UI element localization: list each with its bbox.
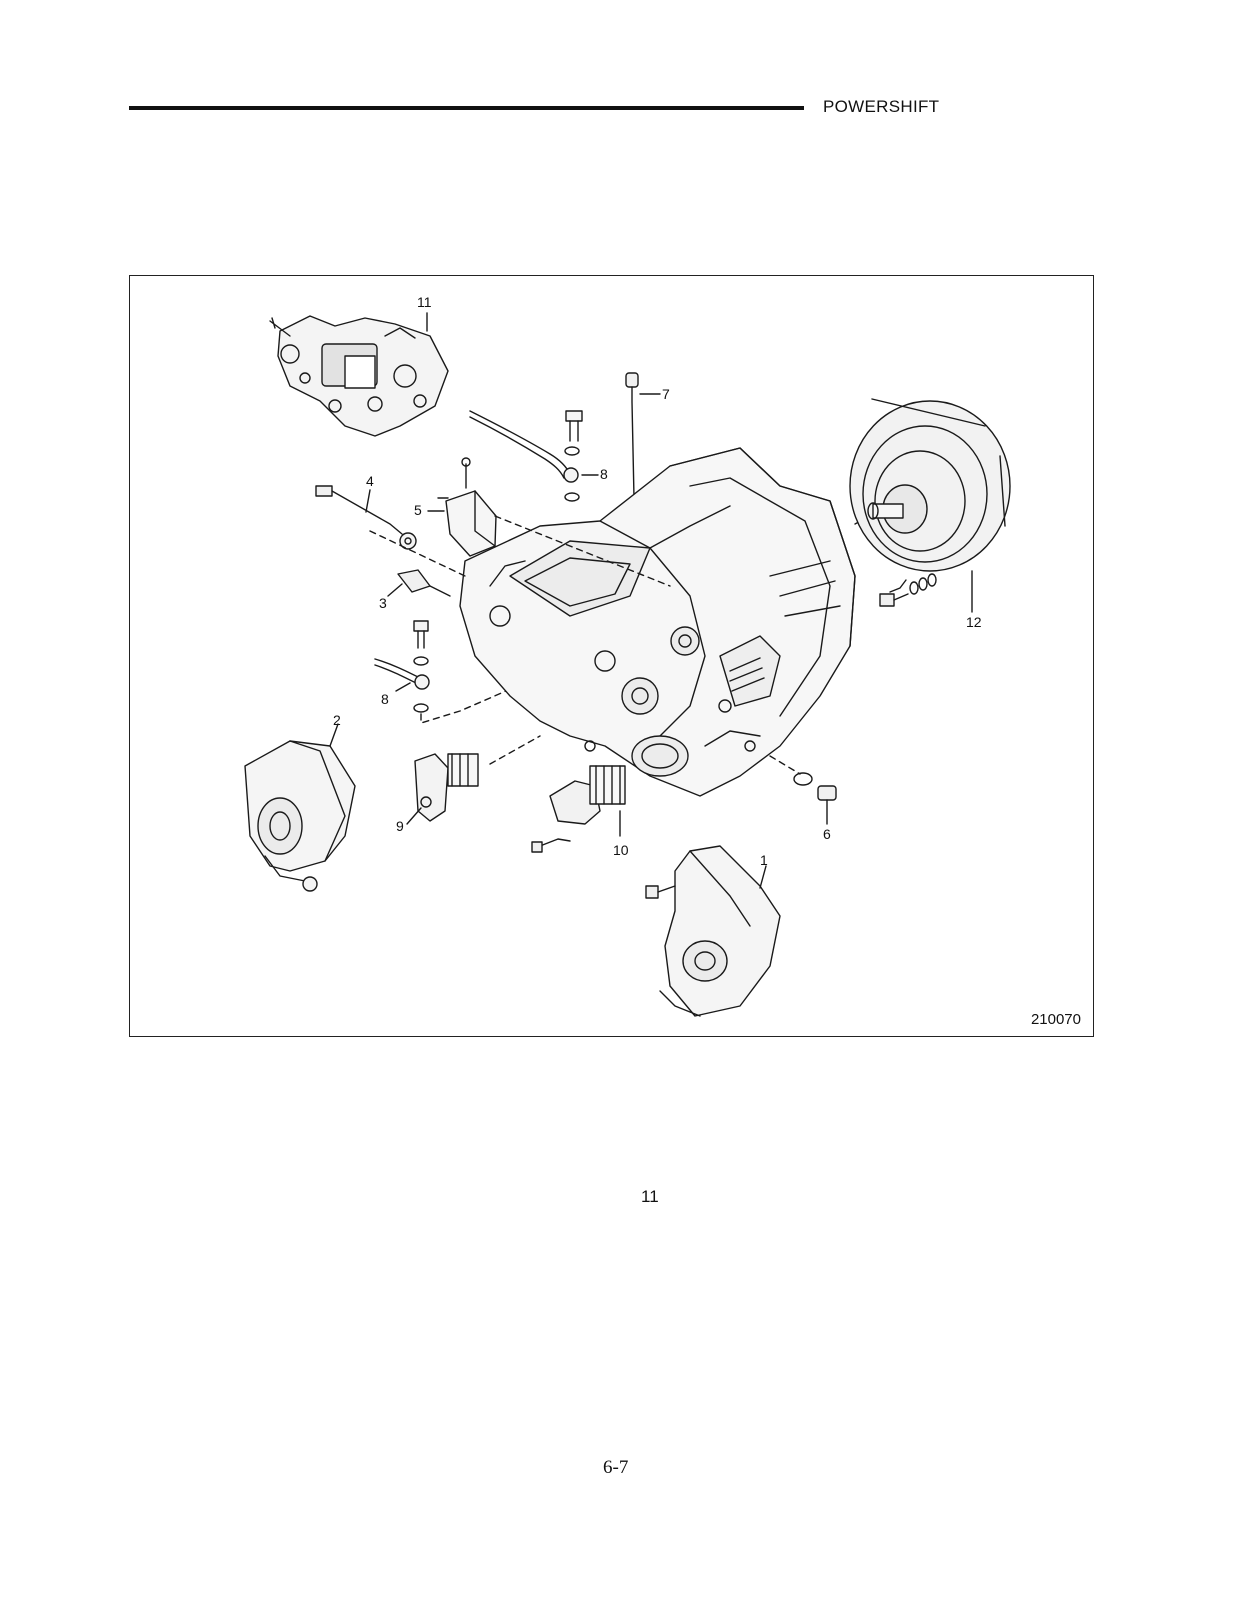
valve-body-part	[269, 315, 449, 437]
breather-hose-upper	[469, 410, 583, 502]
figure-caption: 11	[641, 1187, 659, 1206]
torque-converter-part	[849, 398, 1011, 593]
callout-line-2	[329, 723, 339, 747]
breather-hose-lower	[374, 620, 541, 724]
right-engine-mount	[645, 845, 781, 1017]
sensor-harness-part	[315, 485, 417, 550]
left-engine-mount	[244, 740, 356, 892]
callout-label: 7	[662, 386, 670, 402]
callout-label: 11	[417, 294, 432, 310]
page-number: 6-7	[603, 1457, 629, 1478]
figure-number: 210070	[1030, 1011, 1081, 1028]
dipstick-part	[625, 372, 639, 499]
section-title: POWERSHIFT	[823, 97, 940, 116]
callout-line-8b	[395, 682, 411, 692]
callout-label: 6	[823, 826, 831, 842]
drain-plug-part	[793, 772, 837, 801]
bracket-part	[437, 457, 497, 557]
callout-label: 8	[600, 466, 608, 482]
callout-line-3	[387, 583, 403, 597]
callout-label: 3	[379, 595, 387, 611]
shift-adapter-part	[414, 753, 479, 822]
pressure-switch-part	[397, 569, 451, 597]
transmission-case	[459, 447, 856, 797]
alignment-line	[369, 530, 466, 577]
transmission-exploded-drawing	[244, 312, 1011, 1017]
converter-bolt	[879, 573, 937, 607]
callout-label: 2	[333, 712, 341, 728]
callout-label: 9	[396, 818, 404, 834]
callout-line-9	[406, 807, 422, 825]
oil-filter-part	[531, 735, 689, 853]
alignment-line	[494, 515, 671, 587]
callout-label: 4	[366, 473, 374, 489]
exploded-view-figure: 11 7 8 4 5 3 8 2 9 10 6 1 12 210070	[129, 275, 1094, 1037]
alignment-line	[769, 755, 801, 775]
header-rule	[129, 106, 804, 110]
callout-label: 10	[613, 842, 629, 858]
callout-line-1	[759, 865, 767, 889]
callout-label: 1	[760, 852, 768, 868]
callout-label: 5	[414, 502, 422, 518]
callout-label: 12	[966, 614, 982, 630]
callout-label: 8	[381, 691, 389, 707]
alignment-line	[489, 735, 541, 765]
callout-line-4	[365, 489, 371, 513]
